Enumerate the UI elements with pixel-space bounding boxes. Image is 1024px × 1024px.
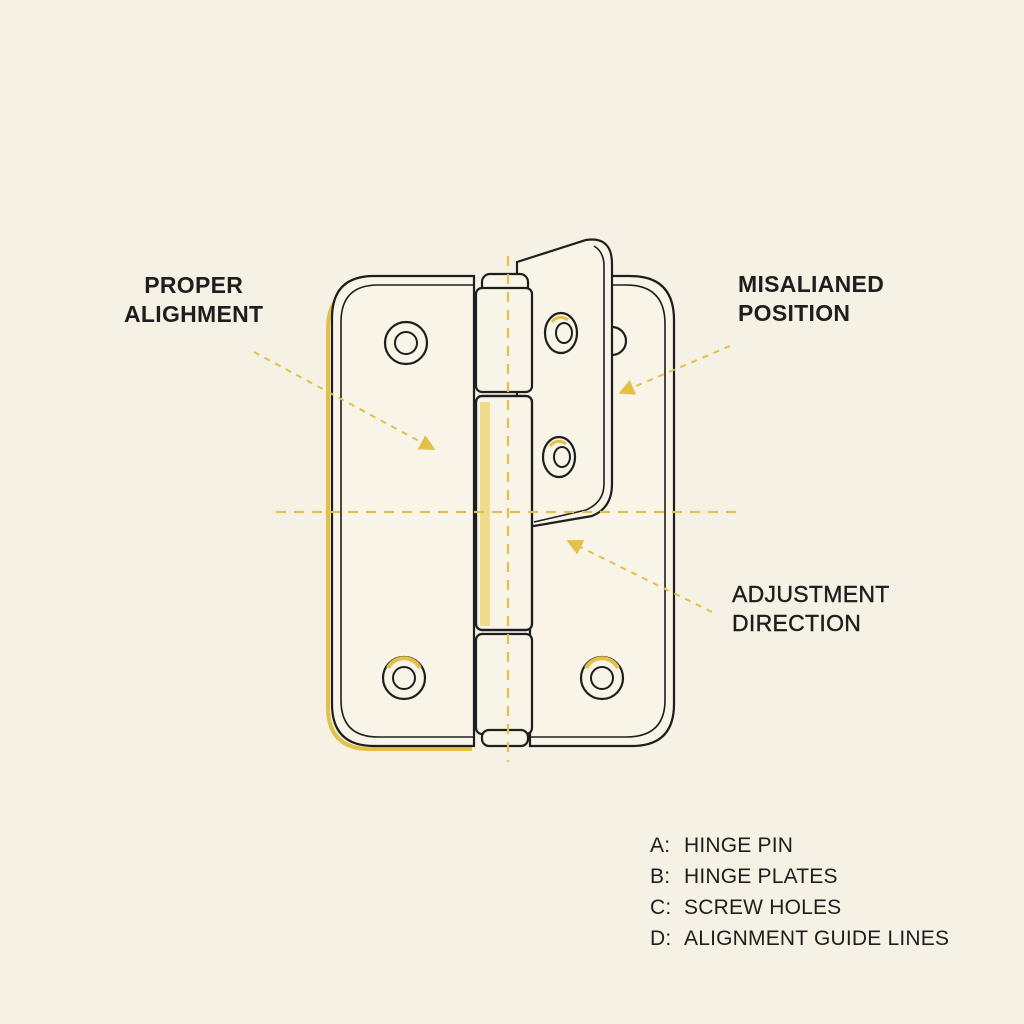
legend-item: C: SCREW HOLES: [650, 892, 949, 923]
screw-hole-misaligned-top: [543, 311, 579, 355]
screw-hole-bottom-right: [579, 655, 625, 701]
screw-hole-misaligned-middle: [541, 435, 577, 479]
adjustment-direction-label-line2: DIRECTION: [732, 610, 862, 636]
legend-text: HINGE PIN: [684, 834, 794, 857]
legend: A: HINGE PIN B: HINGE PLATES C: SCREW HOLES…: [650, 830, 949, 954]
hinge-pin: [474, 272, 534, 748]
legend-key: C:: [650, 896, 672, 919]
misaligned-plate: [515, 238, 614, 528]
screw-hole-top-left: [383, 320, 429, 366]
legend-item: D: ALIGNMENT GUIDE LINES: [650, 923, 949, 954]
legend-text: HINGE PLATES: [684, 865, 838, 888]
legend-text: ALIGNMENT GUIDE LINES: [684, 927, 950, 950]
proper-alignment-label: PROPER ALIGHMENT: [124, 271, 263, 329]
proper-alignment-arrow: [253, 351, 436, 450]
misaligned-position-arrow: [618, 345, 731, 395]
legend-text: SCREW HOLES: [684, 896, 842, 919]
proper-alignment-label-line2: ALIGHMENT: [124, 301, 264, 327]
misaligned-position-label-line2: POSITION: [738, 300, 851, 326]
adjustment-direction-arrow: [566, 540, 713, 613]
legend-key: A:: [650, 834, 671, 857]
proper-alignment-label-line1: PROPER: [144, 272, 244, 298]
legend-key: B:: [650, 865, 671, 888]
screw-hole-bottom-left: [381, 655, 427, 701]
misaligned-position-label-line1: MISALIANED: [738, 271, 885, 297]
legend-item: B: HINGE PLATES: [650, 861, 949, 892]
legend-key: D:: [650, 927, 672, 950]
adjustment-direction-label-line1: ADJUSTMENT: [732, 581, 890, 607]
alignment-guide-lines: [276, 256, 736, 762]
legend-item: A: HINGE PIN: [650, 830, 949, 861]
adjustment-direction-label: ADJUSTMENT DIRECTION: [732, 580, 890, 638]
misaligned-position-label: MISALIANED POSITION: [738, 270, 884, 328]
